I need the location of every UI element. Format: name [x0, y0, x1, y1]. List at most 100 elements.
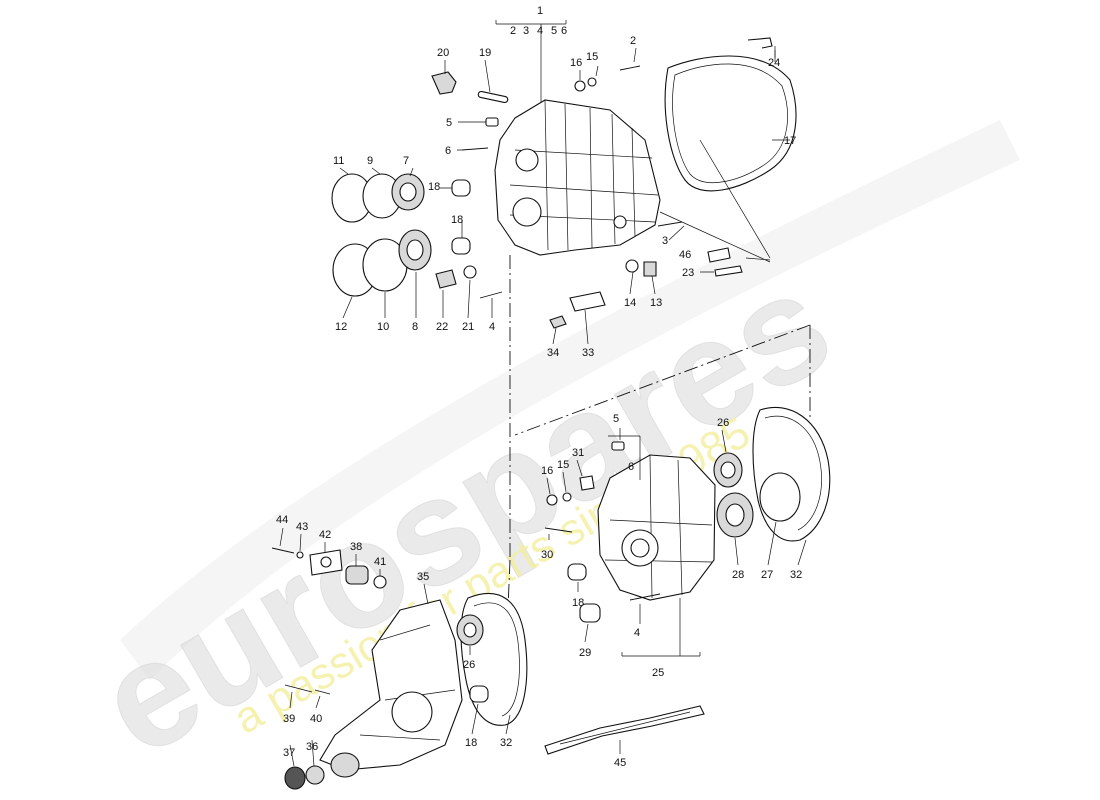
- leader-lines: [279, 47, 807, 767]
- clip-34: [549, 315, 567, 329]
- callout-35: 35: [417, 571, 429, 583]
- callout-23: 23: [682, 267, 694, 279]
- washer-14: [625, 259, 639, 273]
- sleeve-18-upper: [451, 179, 471, 197]
- callout-1-sub-6: 6: [561, 25, 567, 37]
- intermediate-assembly: [544, 406, 831, 657]
- callout-36: 36: [306, 741, 318, 753]
- callout-44: 44: [276, 514, 288, 526]
- callout-12: 12: [335, 321, 347, 333]
- callout-10: 10: [377, 321, 389, 333]
- bracket-33: [569, 291, 606, 312]
- callout-45: 45: [614, 757, 626, 769]
- callout-22: 22: [436, 321, 448, 333]
- bracket-23: [714, 265, 743, 277]
- callout-30: 30: [541, 549, 553, 561]
- seal-21: [463, 265, 477, 279]
- callout-40: 40: [310, 713, 322, 725]
- callout-42: 42: [319, 529, 331, 541]
- callout-41: 41: [374, 556, 386, 568]
- callout-1-sub-4: 4: [537, 25, 543, 37]
- pin-19: [477, 90, 509, 104]
- assembly-axis-diagonal: [514, 324, 811, 436]
- clip-46: [707, 247, 731, 263]
- washer-43: [296, 551, 304, 559]
- cover-boss: [330, 752, 360, 778]
- callout-4-mid: 4: [634, 627, 640, 639]
- nut-16-mid: [546, 494, 558, 506]
- main-housing: [494, 99, 661, 256]
- washer-15: [587, 77, 597, 87]
- callout-38: 38: [350, 541, 362, 553]
- callout-43: 43: [296, 521, 308, 533]
- dowel-5: [485, 117, 499, 127]
- plug-38: [345, 565, 369, 585]
- callout-13: 13: [650, 297, 662, 309]
- nut-16: [574, 80, 586, 92]
- callout-29: 29: [579, 647, 591, 659]
- gasket-32-mid: [752, 406, 831, 542]
- callout-28: 28: [732, 569, 744, 581]
- sleeve-18-mid: [567, 563, 587, 581]
- callout-6: 6: [445, 145, 451, 157]
- dowel-5-mid: [611, 441, 625, 451]
- callout-5: 5: [446, 117, 452, 129]
- callout-2: 2: [630, 35, 636, 47]
- callout-1-sub-5: 5: [551, 25, 557, 37]
- clip-31: [579, 475, 595, 491]
- callout-1: 1: [537, 5, 543, 17]
- callout-18-top-2: 18: [451, 214, 463, 226]
- callout-15-mid: 15: [557, 459, 569, 471]
- callout-6-mid: 6: [628, 461, 634, 473]
- stud-3: [657, 221, 683, 227]
- callout-14: 14: [624, 297, 636, 309]
- callout-20: 20: [437, 47, 449, 59]
- gasket-17: [664, 55, 797, 192]
- nut-37: [284, 766, 306, 790]
- callout-32-mid: 32: [790, 569, 802, 581]
- stud-4: [479, 291, 503, 299]
- callout-21: 21: [462, 321, 474, 333]
- bolt-44: [271, 547, 295, 554]
- callout-33: 33: [582, 347, 594, 359]
- callout-15: 15: [586, 51, 598, 63]
- sleeve-18-lower: [451, 237, 471, 255]
- callout-18-mid: 18: [572, 597, 584, 609]
- housing-bore-upper: [515, 148, 539, 172]
- callout-46: 46: [679, 249, 691, 261]
- callout-25: 25: [652, 667, 664, 679]
- callout-32-bottom: 32: [500, 737, 512, 749]
- plug-13: [643, 261, 657, 277]
- callout-18-bottom: 18: [465, 737, 477, 749]
- callout-16-mid: 16: [541, 465, 553, 477]
- final-cover: [319, 599, 463, 771]
- watermark-swoosh: [120, 120, 1020, 680]
- stud-39: [284, 684, 313, 693]
- housing-bore-lower: [512, 197, 542, 227]
- callout-19: 19: [479, 47, 491, 59]
- stud-4-mid: [629, 593, 661, 601]
- callout-9: 9: [367, 155, 373, 167]
- washer-15-mid: [562, 492, 572, 502]
- sleeve-18-bottom: [469, 685, 489, 703]
- cover-bore: [391, 691, 433, 733]
- sleeve-29: [579, 603, 601, 623]
- circlip-27: [759, 472, 801, 522]
- bracket-24: [747, 37, 773, 49]
- stud-6: [461, 147, 489, 151]
- callout-8: 8: [412, 321, 418, 333]
- callout-1-sub-3: 3: [523, 25, 529, 37]
- callout-18-top: 18: [428, 181, 440, 193]
- callout-24: 24: [768, 57, 780, 69]
- ground-strap-45: [544, 705, 705, 755]
- callout-16: 16: [570, 57, 582, 69]
- callout-27: 27: [761, 569, 773, 581]
- callout-labels: 1 2 3 4 5 6 2 3 4 5 6 7 8 9 10 11 12 13 …: [276, 5, 802, 769]
- stud-30: [544, 527, 573, 533]
- top-assembly: [331, 20, 797, 329]
- seal-36: [305, 765, 325, 785]
- callout-37: 37: [283, 747, 295, 759]
- pin-40: [314, 689, 331, 695]
